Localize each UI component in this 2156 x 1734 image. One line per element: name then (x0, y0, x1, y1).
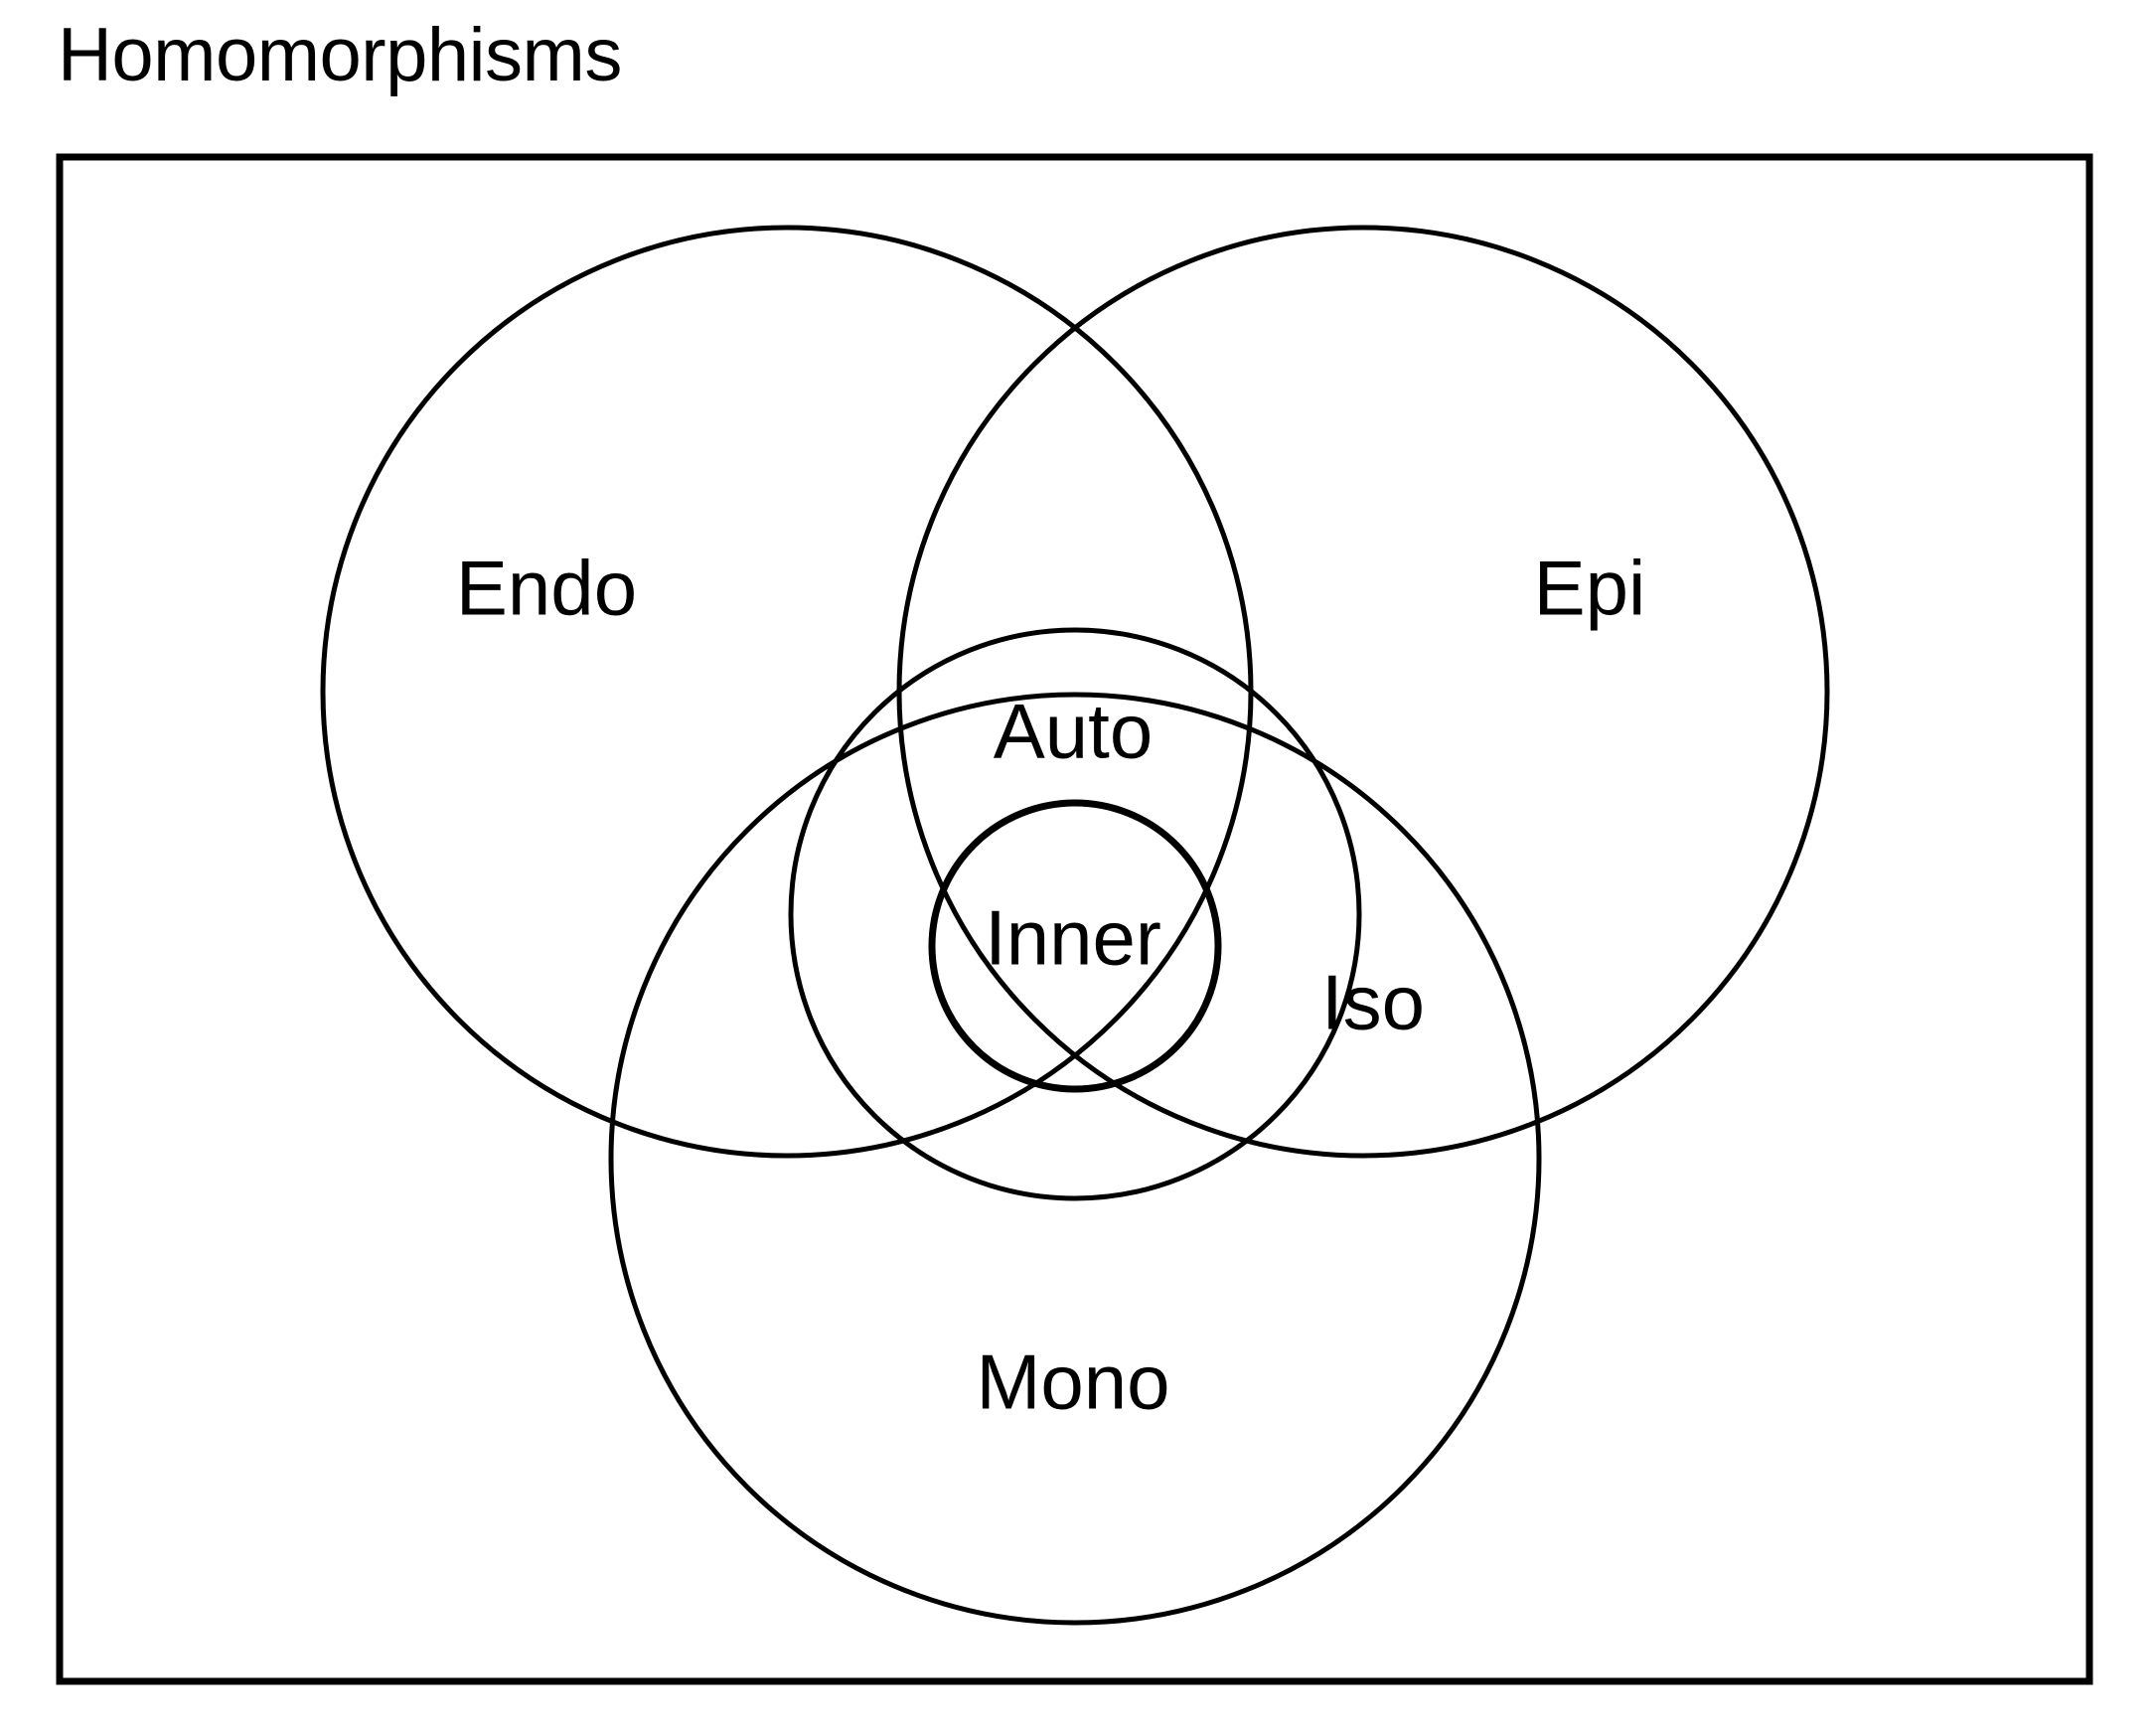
label-iso: Iso (1321, 959, 1425, 1046)
mono-circle[interactable] (608, 692, 1542, 1626)
label-mono: Mono (976, 1339, 1169, 1426)
label-endo: Endo (456, 545, 637, 632)
inner-circle[interactable] (928, 799, 1222, 1093)
iso-circle[interactable] (788, 627, 1362, 1201)
label-epi: Epi (1534, 545, 1646, 632)
universe-border-rect (56, 153, 2093, 1685)
label-inner: Inner (985, 894, 1161, 982)
label-auto: Auto (994, 688, 1153, 775)
page-title: Homomorphisms (58, 13, 622, 97)
